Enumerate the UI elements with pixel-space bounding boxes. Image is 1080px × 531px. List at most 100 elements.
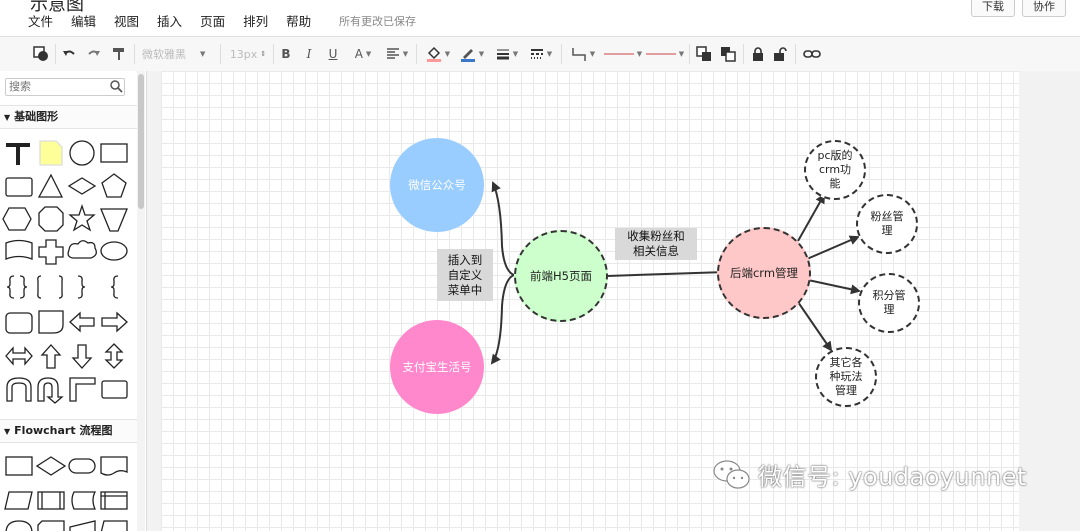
unlock-button[interactable] bbox=[772, 45, 788, 63]
shape-circle[interactable] bbox=[69, 140, 95, 166]
flow-terminator[interactable] bbox=[68, 458, 96, 474]
shape-note[interactable] bbox=[39, 140, 63, 166]
connector-type-button[interactable]: ▼ bbox=[568, 45, 598, 63]
node-wechat-official-account[interactable]: 微信公众号 bbox=[390, 138, 484, 232]
flow-data[interactable] bbox=[4, 491, 33, 510]
shape-arrow-left[interactable] bbox=[69, 311, 95, 333]
search-input[interactable] bbox=[5, 78, 125, 96]
format-panel-button[interactable] bbox=[30, 45, 52, 63]
flow-internal-storage[interactable] bbox=[100, 491, 128, 510]
flow-predefined[interactable] bbox=[37, 491, 65, 510]
edge-h5-to-wechat[interactable] bbox=[491, 181, 515, 276]
scrollbar-thumb[interactable] bbox=[138, 74, 144, 209]
edge-h5-to-crm[interactable] bbox=[606, 267, 728, 278]
download-button[interactable]: 下载 bbox=[971, 0, 1015, 17]
shape-wave[interactable] bbox=[5, 239, 33, 260]
shape-pentagon[interactable] bbox=[101, 173, 127, 198]
menu-file[interactable]: 文件 bbox=[28, 14, 54, 29]
shape-star[interactable] bbox=[68, 203, 96, 232]
shape-cloud[interactable] bbox=[67, 240, 97, 259]
font-family-select[interactable]: 微软雅黑▼ bbox=[142, 45, 212, 63]
underline-button[interactable]: U bbox=[328, 47, 338, 61]
shape-ellipse[interactable] bbox=[100, 241, 128, 261]
shape-rectangle[interactable] bbox=[100, 143, 128, 163]
drawing-canvas[interactable]: 微信公众号 支付宝生活号 前端H5页面 后端crm管理 pc版的 crm功 能 … bbox=[147, 71, 1080, 531]
flow-manual-input[interactable] bbox=[69, 520, 96, 531]
shape-hexagon[interactable] bbox=[2, 207, 32, 231]
send-back-button[interactable] bbox=[719, 45, 737, 63]
line-color-button[interactable]: ▼ bbox=[458, 45, 486, 63]
section-flowchart[interactable]: ▼Flowchart 流程图 bbox=[0, 419, 137, 443]
link-button[interactable] bbox=[802, 45, 822, 63]
shape-brace-right[interactable] bbox=[77, 275, 86, 299]
menu-view[interactable]: 视图 bbox=[114, 14, 140, 29]
collaborate-button[interactable]: 协作 bbox=[1022, 0, 1066, 17]
undo-button[interactable] bbox=[60, 45, 78, 63]
edge-label-insert-menu[interactable]: 插入到 自定义 菜单中 bbox=[437, 249, 493, 301]
edge-crm-to-pc[interactable] bbox=[797, 193, 825, 242]
shape-arrow-leftright[interactable] bbox=[5, 346, 33, 366]
shape-arrow-up[interactable] bbox=[40, 344, 62, 369]
end-arrow-button[interactable]: ▼ bbox=[645, 45, 685, 63]
align-button[interactable]: ▼ bbox=[384, 45, 410, 63]
flow-circle[interactable] bbox=[5, 520, 33, 531]
menu-help[interactable]: 帮助 bbox=[286, 14, 312, 29]
flow-decision[interactable] bbox=[35, 456, 67, 476]
shape-rounded-square[interactable] bbox=[5, 312, 33, 334]
shape-brace-left[interactable] bbox=[6, 275, 28, 299]
flow-card[interactable] bbox=[37, 520, 65, 531]
node-fans-management[interactable]: 粉丝管 理 bbox=[856, 194, 918, 254]
bold-button[interactable]: B bbox=[281, 47, 291, 61]
bring-front-button[interactable] bbox=[695, 45, 713, 63]
menu-insert[interactable]: 插入 bbox=[157, 14, 183, 29]
document-title[interactable]: 示意图 bbox=[30, 0, 84, 15]
edge-label-collect-info[interactable]: 收集粉丝和 相关信息 bbox=[615, 228, 697, 260]
node-pc-crm[interactable]: pc版的 crm功 能 bbox=[804, 140, 866, 200]
font-color-button[interactable]: A▼ bbox=[350, 45, 376, 63]
menu-page[interactable]: 页面 bbox=[200, 14, 226, 29]
shape-arrow-down[interactable] bbox=[71, 344, 93, 369]
search-icon[interactable] bbox=[110, 80, 123, 93]
node-points-management[interactable]: 积分管 理 bbox=[858, 273, 920, 333]
edge-crm-to-other[interactable] bbox=[797, 301, 833, 352]
shape-rect-small[interactable] bbox=[101, 380, 128, 399]
flow-display[interactable] bbox=[100, 520, 128, 531]
start-arrow-button[interactable]: ▼ bbox=[603, 45, 643, 63]
menu-edit[interactable]: 编辑 bbox=[71, 14, 97, 29]
node-alipay-life[interactable]: 支付宝生活号 bbox=[390, 320, 484, 414]
flow-document[interactable] bbox=[100, 456, 128, 476]
shape-brace-single[interactable] bbox=[110, 275, 119, 299]
edge-crm-to-points[interactable] bbox=[807, 279, 861, 295]
flow-process[interactable] bbox=[5, 456, 33, 476]
sidebar-scrollbar[interactable] bbox=[137, 71, 145, 531]
menu-arrange[interactable]: 排列 bbox=[243, 14, 269, 29]
line-style-button[interactable]: ▼ bbox=[527, 45, 555, 63]
node-backend-crm[interactable]: 后端crm管理 bbox=[717, 227, 811, 319]
shape-brackets[interactable] bbox=[37, 275, 63, 299]
edge-crm-to-fans[interactable] bbox=[806, 235, 860, 260]
font-size-stepper[interactable]: 13px⇕ bbox=[227, 45, 269, 63]
shape-rounded-rect[interactable] bbox=[5, 177, 33, 197]
shape-snip-rect[interactable] bbox=[38, 310, 64, 334]
flow-stored-data[interactable] bbox=[71, 491, 97, 510]
shape-u-turn[interactable] bbox=[6, 377, 32, 402]
fill-color-button[interactable]: ▼ bbox=[424, 45, 452, 63]
canvas-page[interactable]: 微信公众号 支付宝生活号 前端H5页面 后端crm管理 pc版的 crm功 能 … bbox=[161, 71, 1019, 531]
italic-button[interactable]: I bbox=[306, 47, 312, 61]
shape-n-arrow[interactable] bbox=[37, 377, 64, 404]
section-basic-shapes[interactable]: ▼基础图形 bbox=[0, 105, 137, 129]
shape-diamond[interactable] bbox=[67, 177, 97, 195]
shape-arrow-updown[interactable] bbox=[104, 343, 124, 369]
edge-h5-to-alipay[interactable] bbox=[490, 274, 515, 365]
redo-button[interactable] bbox=[85, 45, 103, 63]
shape-text[interactable] bbox=[6, 143, 30, 165]
shape-triangle[interactable] bbox=[37, 173, 64, 198]
shape-inverted-trapezoid[interactable] bbox=[100, 208, 128, 232]
lock-button[interactable] bbox=[750, 45, 766, 63]
line-width-button[interactable]: ▼ bbox=[493, 45, 521, 63]
shape-arrow-right[interactable] bbox=[101, 311, 128, 333]
shape-corner[interactable] bbox=[69, 377, 96, 402]
format-painter-button[interactable] bbox=[110, 45, 128, 63]
node-frontend-h5[interactable]: 前端H5页面 bbox=[514, 230, 608, 322]
shape-cross[interactable] bbox=[38, 239, 64, 265]
